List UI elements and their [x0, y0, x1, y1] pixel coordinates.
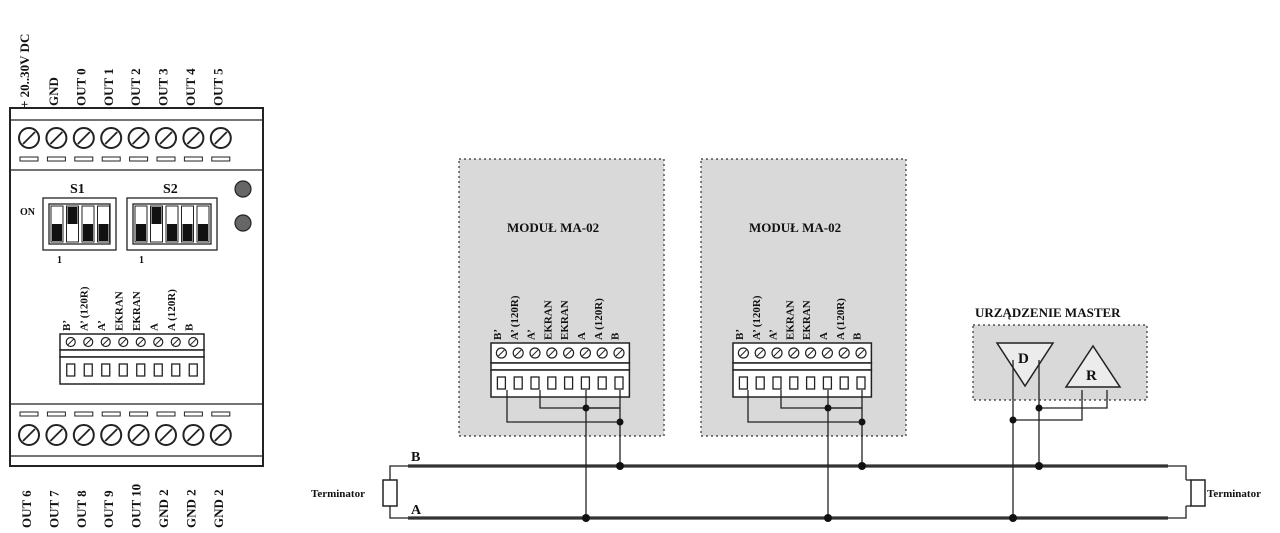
switch-s1-label: S1 — [70, 182, 85, 197]
top-terminal-label: OUT 1 — [101, 68, 116, 106]
module-2-connector — [732, 342, 873, 398]
bottom-screw-terminals — [18, 411, 232, 446]
terminator-right: Terminator — [1168, 465, 1261, 519]
connector-label: EKRAN — [114, 291, 126, 331]
connector-label: EKRAN — [801, 300, 813, 340]
connector-label: A (120R) — [835, 298, 847, 340]
terminator-left: Terminator — [311, 465, 408, 519]
switch-s2-label: S2 — [163, 182, 178, 197]
connector-label: B — [610, 332, 622, 340]
switch-s1-index: 1 — [57, 255, 62, 266]
status-led-1 — [234, 180, 252, 198]
module-2-connector-labels: B’ A’ (120R) A’ EKRAN EKRAN A A (120R) B — [734, 295, 864, 340]
connector-label: A’ — [768, 329, 780, 340]
screw-terminal — [127, 127, 150, 162]
screw-terminal — [45, 411, 68, 446]
screw-terminal — [100, 127, 123, 162]
top-terminal-label: OUT 5 — [210, 68, 225, 106]
device-unit: + 20..30V DC GND OUT 0 OUT 1 OUT 2 OUT 3 OUT … — [9, 34, 264, 528]
connector-label: EKRAN — [542, 300, 554, 340]
dip-switch-s1 — [42, 197, 117, 251]
connector-label: A (120R) — [166, 289, 178, 331]
connector-label: A’ (120R) — [509, 295, 521, 340]
module-2-wiring — [747, 390, 866, 522]
screw-terminal — [182, 411, 205, 446]
module-1-connector — [490, 342, 631, 398]
bottom-terminal-label: OUT 6 — [19, 490, 34, 528]
bottom-terminal-labels: OUT 6 OUT 7 OUT 8 OUT 9 OUT 10 GND 2 GND 2 GND … — [19, 484, 226, 528]
bus-b-label: B — [411, 450, 420, 465]
bottom-terminal-label: OUT 8 — [74, 490, 89, 528]
module-1-wiring — [506, 390, 624, 522]
screw-terminal — [18, 127, 40, 162]
top-terminal-label: OUT 0 — [73, 68, 88, 106]
top-terminal-labels: GND OUT 0 OUT 1 OUT 2 OUT 3 OUT 4 OUT 5 — [46, 68, 225, 106]
screw-terminal — [127, 411, 150, 446]
screw-terminal — [72, 127, 95, 162]
top-terminal-label: OUT 2 — [128, 68, 143, 106]
terminator-left-label: Terminator — [311, 488, 365, 500]
on-label: ON — [20, 207, 36, 218]
connector-label: A’ — [526, 329, 538, 340]
status-led-2 — [234, 214, 252, 232]
connector-label: A — [818, 332, 830, 340]
dip-switch-s2 — [126, 197, 218, 251]
master-panel — [972, 324, 1148, 401]
top-terminal-label: OUT 4 — [183, 68, 198, 106]
screw-terminal — [100, 411, 123, 446]
top-terminal-label: OUT 3 — [156, 68, 171, 106]
device-bus-connector — [59, 333, 205, 385]
module-1-connector-labels: B’ A’ (120R) A’ EKRAN EKRAN A A (120R) B — [492, 295, 622, 340]
svg-text:R: R — [1086, 368, 1097, 384]
svg-text:D: D — [1018, 351, 1029, 367]
screw-terminal — [182, 127, 205, 162]
connector-label: EKRAN — [131, 291, 143, 331]
top-screw-terminals — [18, 127, 232, 162]
connector-label: A — [576, 332, 588, 340]
screw-terminal — [209, 411, 232, 446]
bottom-terminal-label: OUT 7 — [46, 490, 61, 528]
bus-a-label: A — [411, 503, 422, 518]
terminator-right-label: Terminator — [1207, 488, 1261, 500]
connector-label: A’ — [96, 320, 108, 331]
power-label: + 20..30V DC — [17, 34, 32, 108]
bottom-terminal-label: GND 2 — [211, 489, 226, 528]
screw-terminal — [45, 127, 68, 162]
device-connector-labels: B’ A’ (120R) A’ EKRAN EKRAN A A (120R) B — [61, 286, 196, 331]
top-terminal-label: GND — [46, 77, 61, 106]
bottom-terminal-label: OUT 10 — [129, 484, 144, 528]
connector-label: EKRAN — [559, 300, 571, 340]
device-enclosure — [9, 107, 264, 467]
master-wiring — [1009, 360, 1108, 522]
connector-label: A — [149, 323, 161, 331]
connector-label: B — [852, 332, 864, 340]
screw-terminal — [18, 411, 40, 446]
module-2-title: MODUŁ MA-02 — [749, 220, 841, 235]
connector-label: B’ — [61, 320, 73, 331]
module-1-title: MODUŁ MA-02 — [507, 220, 599, 235]
connector-label: B — [184, 323, 196, 331]
screw-terminal — [155, 411, 177, 446]
bottom-terminal-label: GND 2 — [183, 489, 198, 528]
connector-label: B’ — [492, 329, 504, 340]
bottom-terminal-label: GND 2 — [156, 489, 171, 528]
connector-label: B’ — [734, 329, 746, 340]
screw-terminal — [72, 411, 95, 446]
connector-label: A’ (120R) — [79, 286, 91, 331]
connector-label: A (120R) — [593, 298, 605, 340]
connector-label: A’ (120R) — [751, 295, 763, 340]
master-title: URZĄDZENIE MASTER — [975, 305, 1121, 320]
bottom-terminal-label: OUT 9 — [101, 490, 116, 528]
switch-s2-index: 1 — [139, 255, 144, 266]
screw-terminal — [209, 127, 232, 162]
receiver-triangle: R — [1064, 344, 1122, 388]
screw-terminal — [155, 127, 177, 162]
connector-label: EKRAN — [784, 300, 796, 340]
